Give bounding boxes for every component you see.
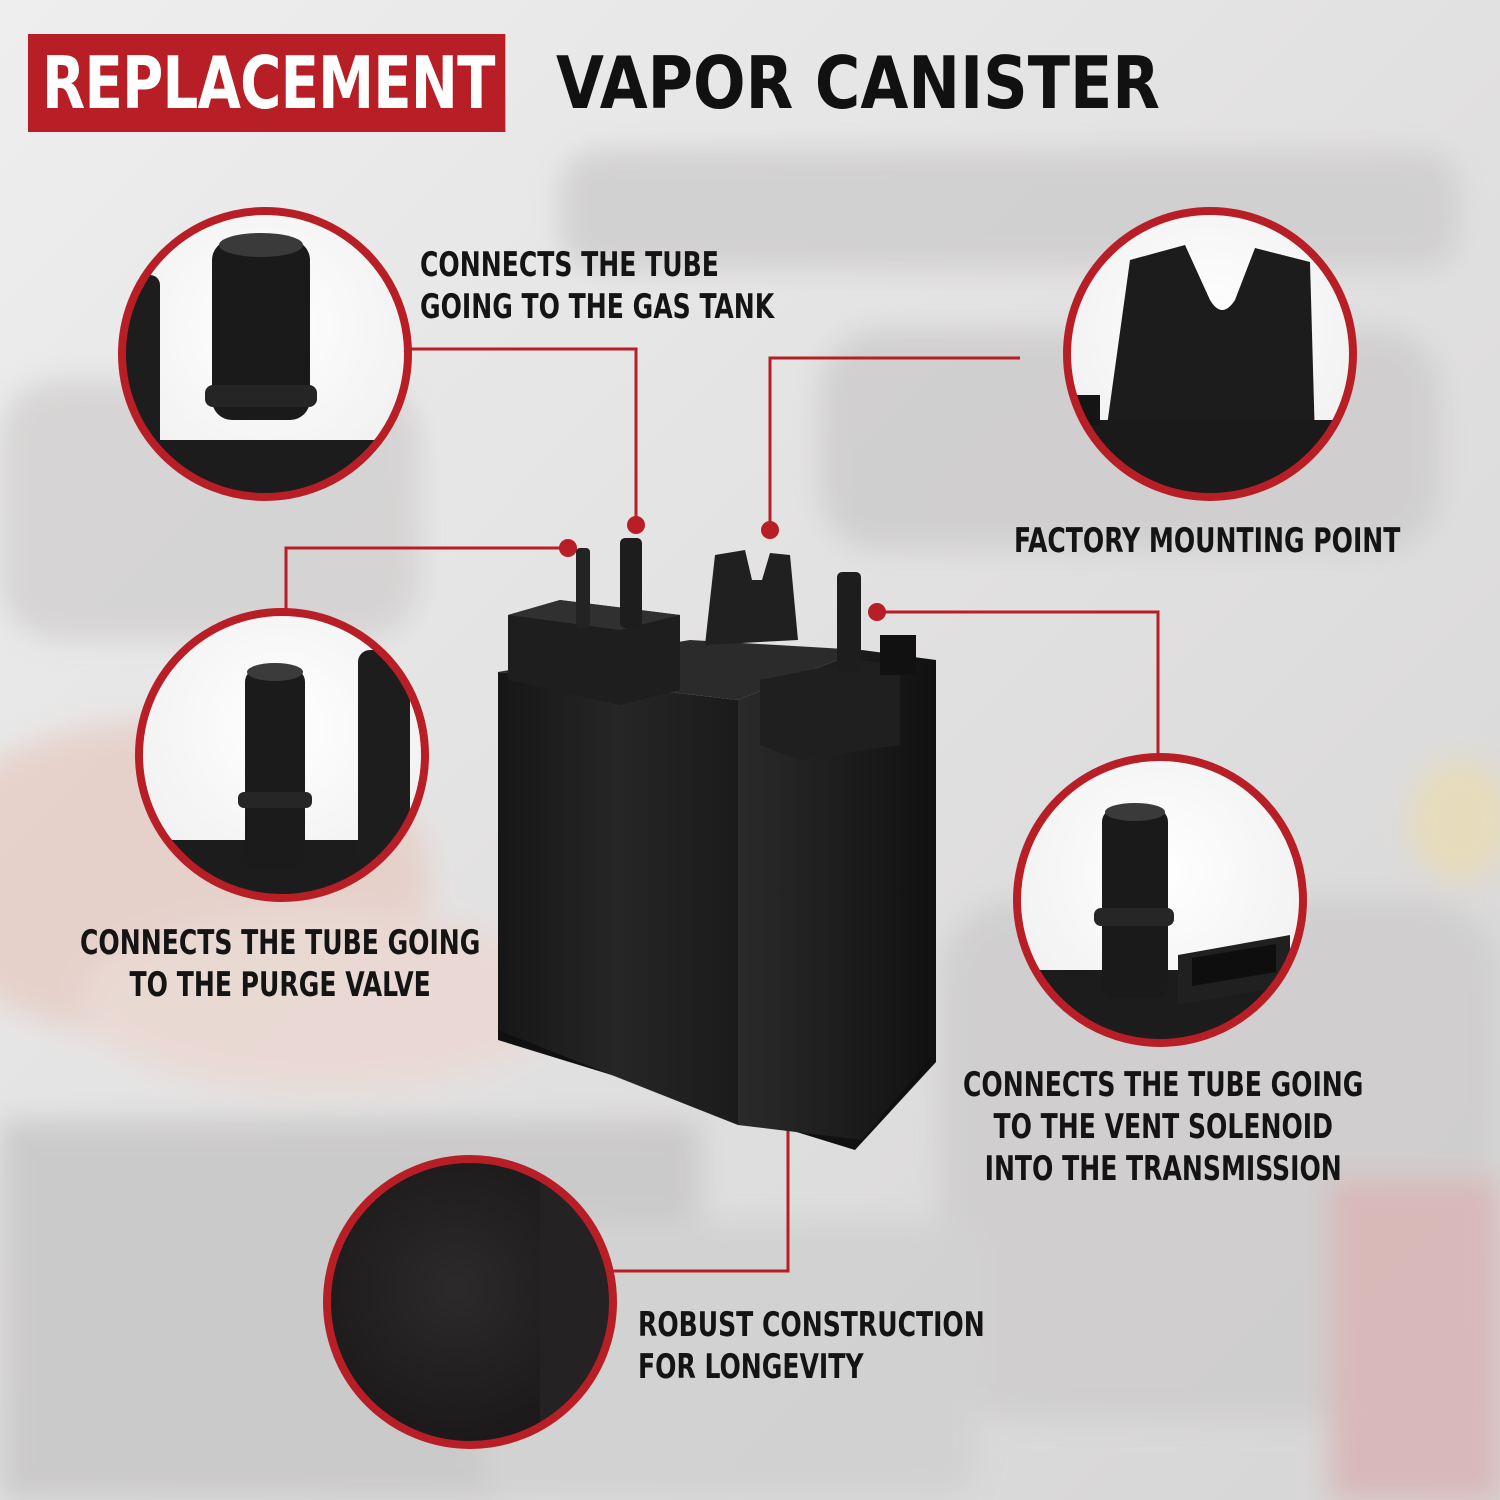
callout-vent-line-1: CONNECTS THE TUBE GOING <box>963 1065 1364 1105</box>
callout-robust-line-2: FOR LONGEVITY <box>638 1347 864 1387</box>
canister-image <box>498 538 936 1150</box>
callout-gas-tank-line-2: GOING TO THE GAS TANK <box>420 287 775 327</box>
title-highlight: REPLACEMENT <box>28 34 506 132</box>
callout-gas-tank-line-1: CONNECTS THE TUBE <box>420 245 719 285</box>
detail-circle-robust <box>323 1155 617 1449</box>
detail-circle-vent <box>1013 753 1307 1047</box>
callout-mounting-line-1: FACTORY MOUNTING POINT <box>1014 521 1401 561</box>
line-mounting <box>768 356 1020 524</box>
line-gas-tank <box>408 347 638 525</box>
callout-purge: CONNECTS THE TUBE GOING TO THE PURGE VAL… <box>80 922 480 1006</box>
callout-purge-line-1: CONNECTS THE TUBE GOING <box>80 923 481 963</box>
line-purge <box>284 546 568 612</box>
detail-circle-gas-tank <box>118 207 412 501</box>
callout-vent: CONNECTS THE TUBE GOING TO THE VENT SOLE… <box>963 1064 1363 1190</box>
callout-vent-line-3: INTO THE TRANSMISSION <box>984 1149 1342 1189</box>
callout-robust-line-1: ROBUST CONSTRUCTION <box>638 1305 985 1345</box>
detail-circle-purge <box>135 608 429 902</box>
callout-robust: ROBUST CONSTRUCTION FOR LONGEVITY <box>638 1304 985 1388</box>
callout-purge-line-2: TO THE PURGE VALVE <box>129 965 431 1005</box>
detail-circle-mounting <box>1063 207 1357 501</box>
line-vent <box>877 610 1160 756</box>
callout-vent-line-2: TO THE VENT SOLENOID <box>993 1107 1333 1147</box>
title-rest: VAPOR CANISTER <box>556 41 1160 125</box>
page-title: REPLACEMENT <box>28 34 640 132</box>
callout-mounting: FACTORY MOUNTING POINT <box>1014 520 1400 562</box>
callout-gas-tank: CONNECTS THE TUBE GOING TO THE GAS TANK <box>420 244 774 328</box>
